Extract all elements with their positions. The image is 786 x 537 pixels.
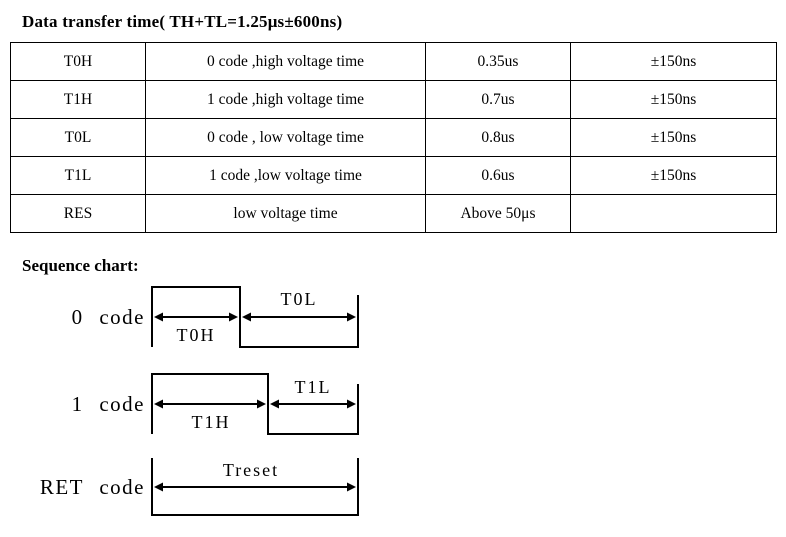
cell-value: 0.8us <box>425 118 571 157</box>
cell-symbol: T1H <box>10 80 146 119</box>
cell-description: 1 code ,low voltage time <box>145 156 426 195</box>
t1l-label: T1L <box>295 377 332 397</box>
t0l-label: T0L <box>281 289 318 309</box>
cell-tolerance <box>570 194 777 233</box>
cell-tolerance: ±150ns <box>570 42 777 81</box>
t1h-duration-arrow <box>154 399 266 409</box>
table-row: RES low voltage time Above 50μs <box>10 194 777 233</box>
waveform-0-code-label: 0 code <box>71 304 145 329</box>
cell-value: 0.6us <box>425 156 571 195</box>
table-row: T0H 0 code ,high voltage time 0.35us ±15… <box>10 42 777 81</box>
table-row: T1L 1 code ,low voltage time 0.6us ±150n… <box>10 156 777 195</box>
cell-tolerance: ±150ns <box>570 118 777 157</box>
treset-label: Treset <box>223 460 279 480</box>
cell-value: Above 50μs <box>425 194 571 233</box>
cell-value: 0.35us <box>425 42 571 81</box>
table-row: T1H 1 code ,high voltage time 0.7us ±150… <box>10 80 777 119</box>
waveform-ret-code: RET code Treset <box>0 456 363 518</box>
cell-description: low voltage time <box>145 194 426 233</box>
signal-trace <box>151 458 359 516</box>
waveform-ret-code-diagram: Treset <box>151 458 359 516</box>
treset-duration-arrow <box>154 482 356 492</box>
t1l-duration-arrow <box>270 399 356 409</box>
waveform-0-code: 0 code T0H T0L <box>0 284 363 350</box>
cell-description: 0 code , low voltage time <box>145 118 426 157</box>
waveform-1-code-diagram: T1H T1L <box>151 373 359 435</box>
sequence-chart-heading: Sequence chart: <box>22 256 139 275</box>
t1h-label: T1H <box>192 412 231 432</box>
waveform-1-code-label: 1 code <box>71 391 145 416</box>
cell-symbol: T0H <box>10 42 146 81</box>
page-title: Data transfer time( TH+TL=1.25μs±600ns) <box>22 12 343 31</box>
waveform-1-code: 1 code T1H T1L <box>0 371 363 437</box>
cell-symbol: RES <box>10 194 146 233</box>
cell-tolerance: ±150ns <box>570 156 777 195</box>
cell-symbol: T1L <box>10 156 146 195</box>
waveform-ret-code-label: RET code <box>39 474 145 499</box>
table-row: T0L 0 code , low voltage time 0.8us ±150… <box>10 118 777 157</box>
signal-trace <box>151 286 359 348</box>
cell-description: 0 code ,high voltage time <box>145 42 426 81</box>
cell-tolerance: ±150ns <box>570 80 777 119</box>
cell-symbol: T0L <box>10 118 146 157</box>
t0h-duration-arrow <box>154 312 238 322</box>
cell-description: 1 code ,high voltage time <box>145 80 426 119</box>
t0l-duration-arrow <box>242 312 356 322</box>
waveform-0-code-diagram: T0H T0L <box>151 286 359 348</box>
signal-trace <box>151 373 359 435</box>
cell-value: 0.7us <box>425 80 571 119</box>
timing-table: T0H 0 code ,high voltage time 0.35us ±15… <box>10 42 777 233</box>
t0h-label: T0H <box>177 325 216 345</box>
